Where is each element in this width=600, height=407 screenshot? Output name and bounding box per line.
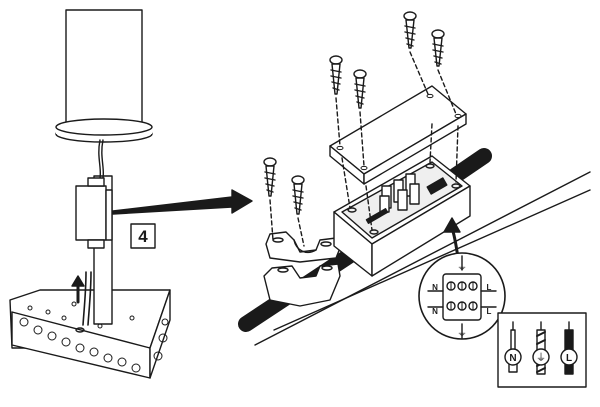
clamp-screw-left	[263, 157, 277, 241]
step-label: 4	[130, 223, 156, 249]
post	[55, 9, 153, 326]
terminal-l-bottom: L	[487, 307, 492, 316]
terminal-n-bottom: N	[432, 307, 438, 316]
clamp-screw-right	[291, 175, 305, 247]
wire-neutral: N	[504, 321, 522, 373]
lid-screw-3	[403, 11, 429, 95]
wire-live: L	[560, 321, 578, 375]
terminal-n-top: N	[432, 283, 438, 292]
wire-legend: N ⏚ L	[497, 312, 587, 388]
terminal-earth-bottom: ⏚	[457, 327, 467, 339]
lid-screw-4	[431, 29, 457, 115]
cable-feed-arrow	[71, 275, 85, 304]
step-number: 4	[138, 227, 148, 246]
terminal-l-top: L	[487, 283, 492, 292]
wire-neutral-label: N	[509, 353, 516, 364]
wire-earth: ⏚	[532, 321, 550, 375]
lid-screw-1	[329, 55, 343, 147]
callout-arrow	[112, 189, 253, 215]
lid-alignment-guides	[341, 123, 459, 231]
junction-box	[329, 85, 471, 277]
post-junction-box	[75, 177, 113, 249]
lid-screw-2	[353, 69, 367, 167]
terminal-earth-top: ⏚	[457, 261, 467, 273]
terminal-detail: ⏚ ⏚ N N L L	[418, 252, 506, 340]
wire-earth-label: ⏚	[536, 352, 546, 364]
mounting-rail	[254, 171, 591, 346]
ground-slab	[9, 289, 171, 379]
cable-clamp	[263, 231, 341, 307]
wire-live-label: L	[566, 353, 572, 364]
